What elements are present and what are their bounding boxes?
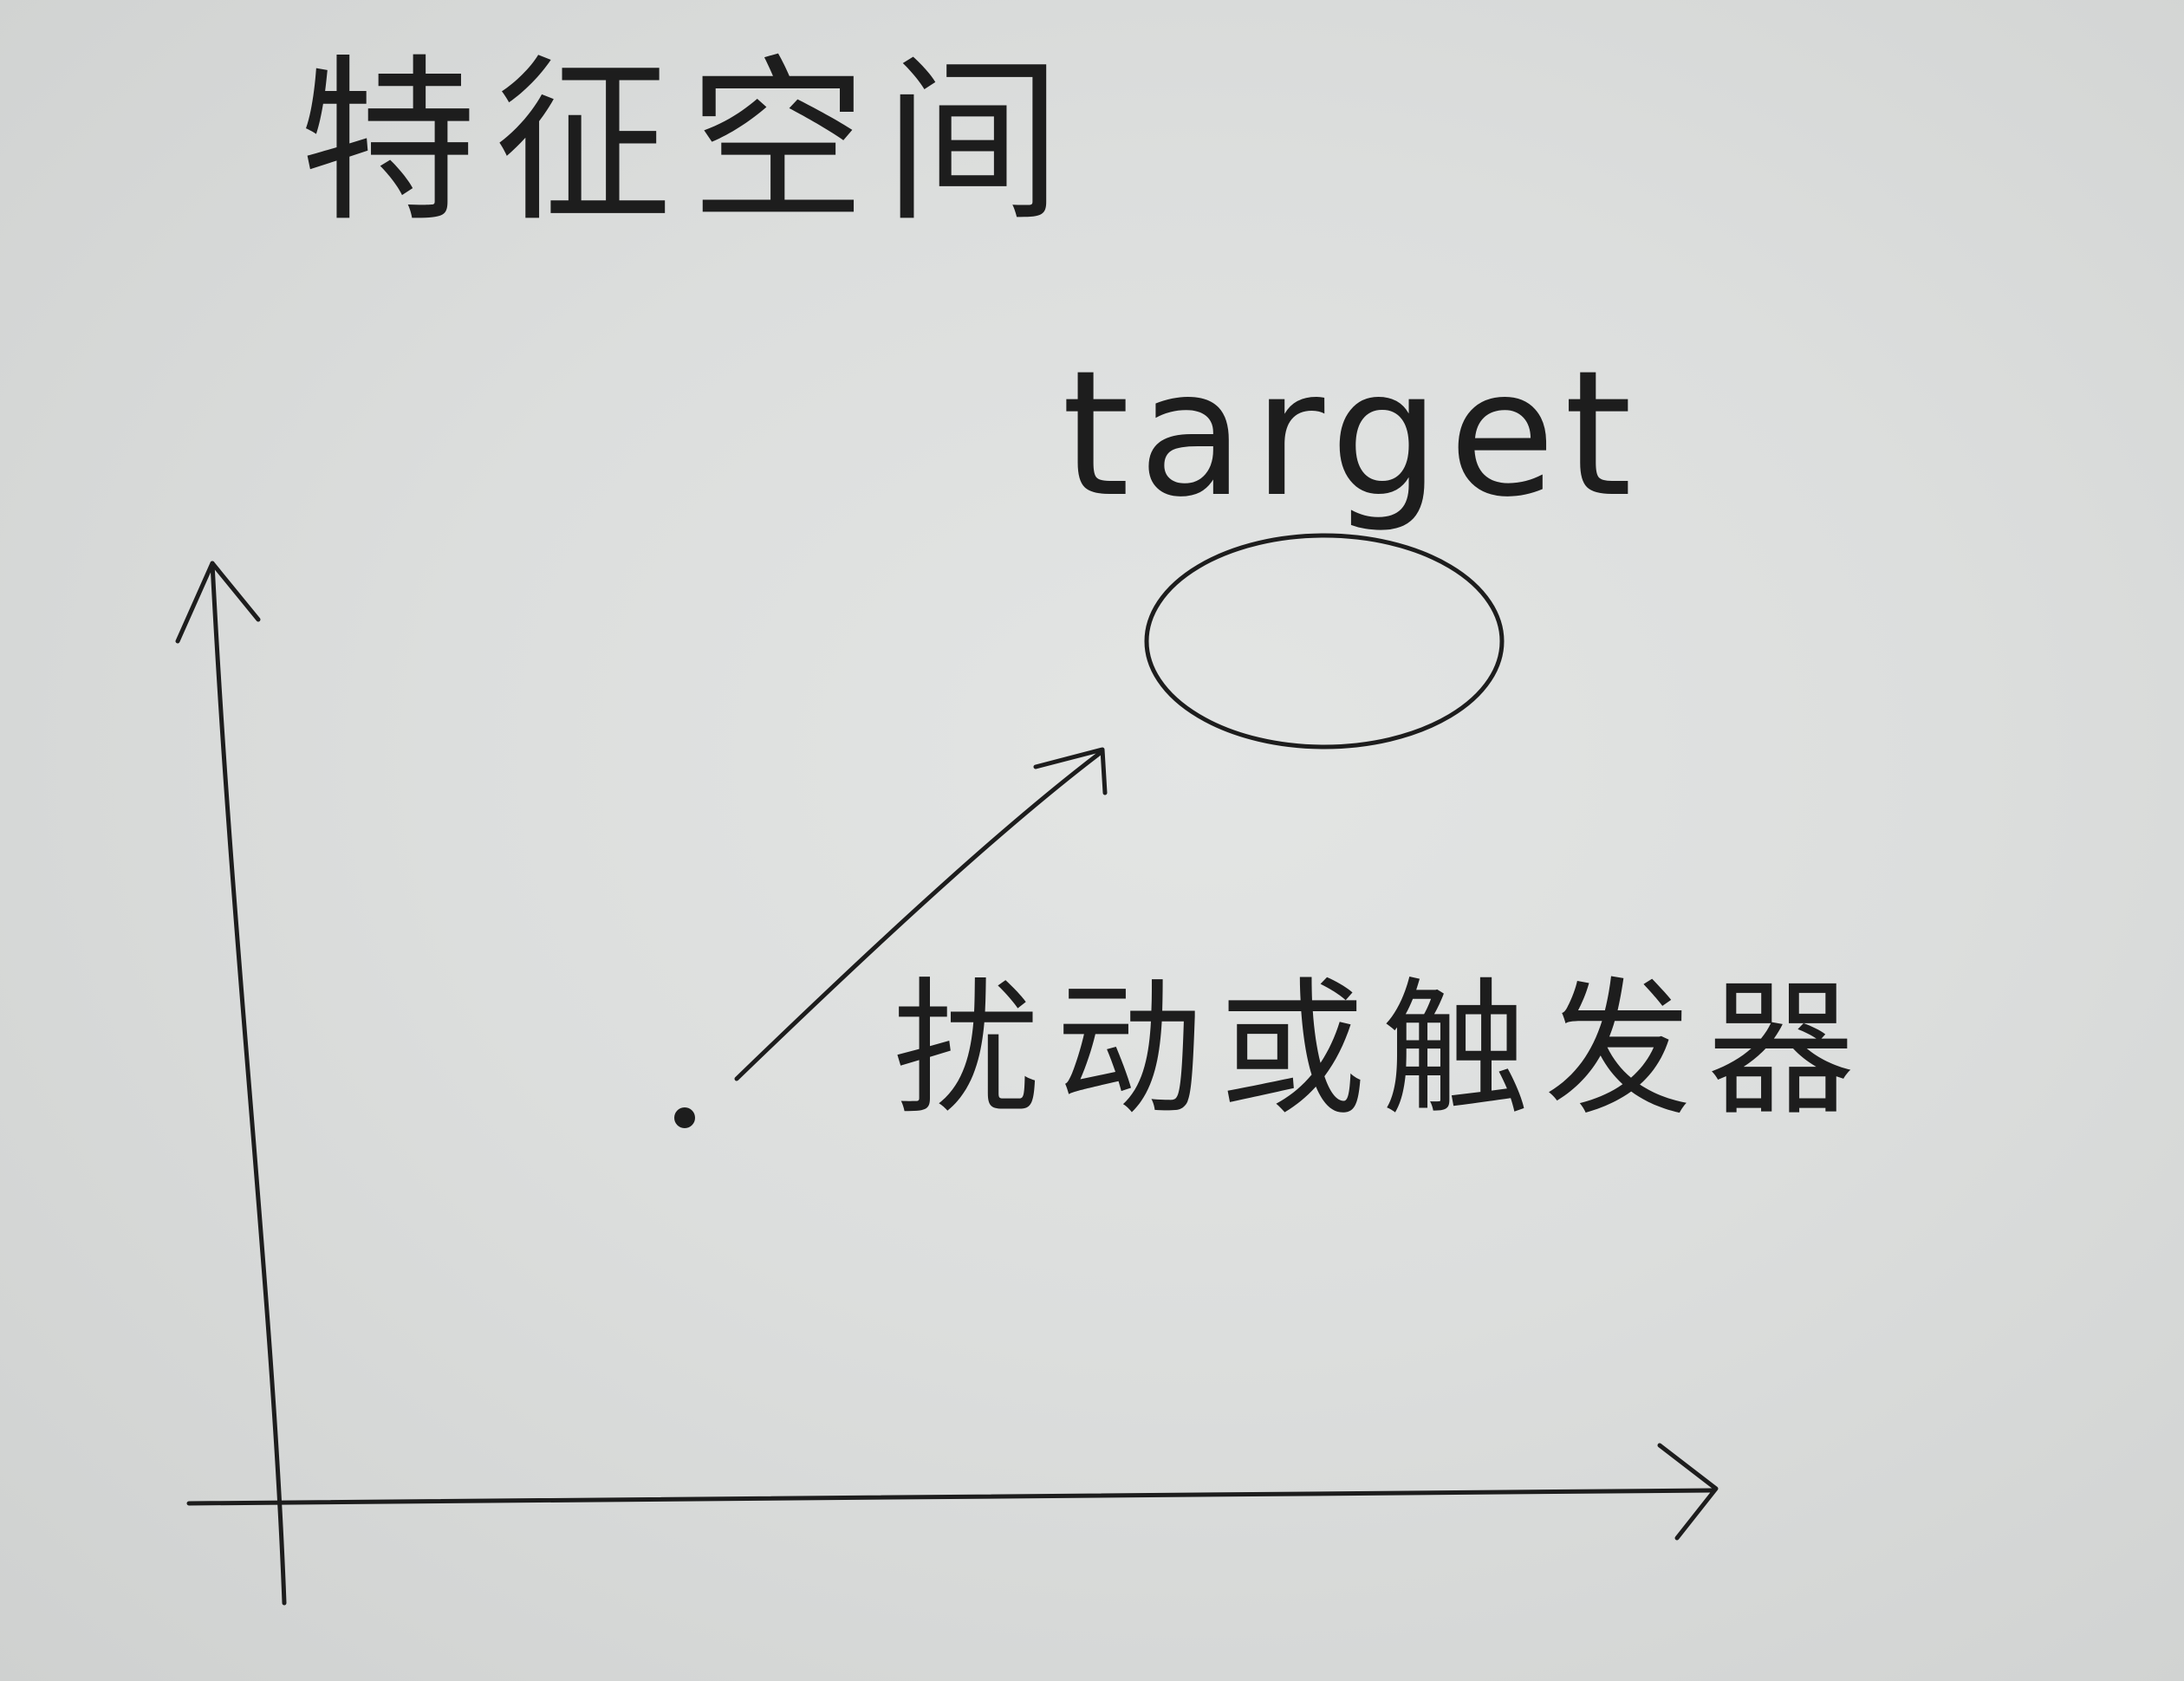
source-point xyxy=(674,1107,695,1128)
target-label: target xyxy=(1062,334,1641,535)
diagram-title: 特征空间 xyxy=(299,40,1079,246)
perturbation-arrowhead xyxy=(1033,747,1108,795)
perturbation-trigger-label: 扰动或触发器 xyxy=(893,964,1870,1136)
perturbation-arrow-line xyxy=(734,751,1102,1081)
y-axis-line xyxy=(210,561,287,1606)
y-axis-arrowhead xyxy=(175,561,261,644)
x-axis-arrowhead xyxy=(1657,1443,1719,1541)
x-axis-line xyxy=(186,1488,1714,1506)
target-region-ellipse xyxy=(1144,533,1505,750)
